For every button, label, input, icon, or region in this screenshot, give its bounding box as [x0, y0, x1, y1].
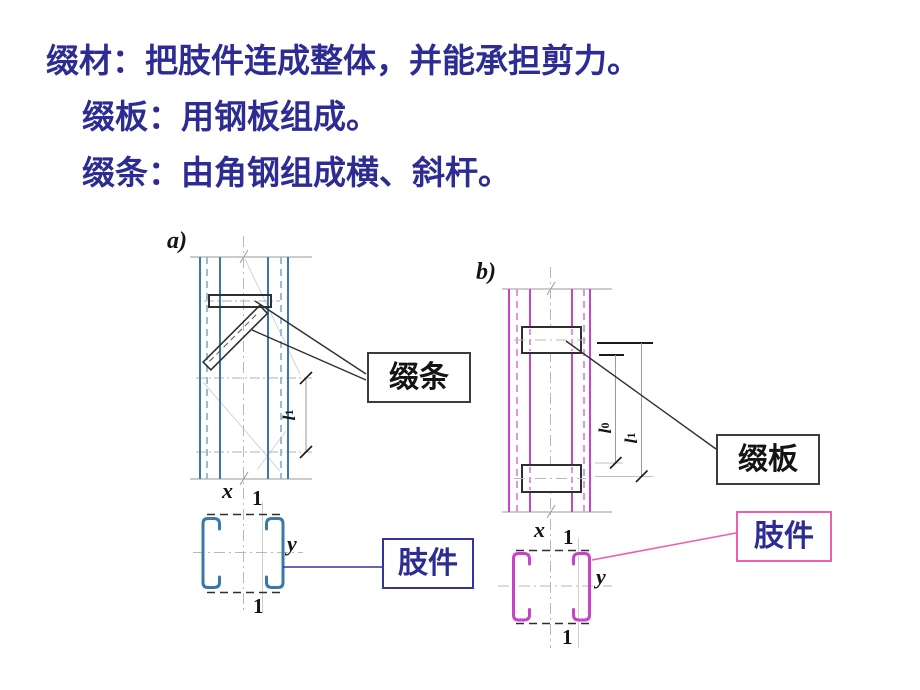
dimension-l0-l1-b: [595, 342, 653, 483]
horizontal-lacing-bar: [208, 294, 272, 308]
dim-tick: [609, 456, 623, 470]
lacing-callout-leaders: [251, 300, 367, 381]
section-mark-bottom-a: 1: [253, 594, 264, 618]
callout-limb-b: 肢件: [736, 511, 832, 562]
dim-l1-sub: 1: [624, 432, 638, 439]
section-mark-top-b: 1: [563, 525, 574, 549]
dim-extension-lines: [595, 462, 653, 477]
far-side-lacing-lines: [202, 258, 301, 472]
title-line-3: 缀条：由角钢组成横、斜杆。: [82, 156, 511, 192]
dim-tick: [299, 445, 313, 459]
plate-centerlines: [514, 339, 586, 479]
section-b-channels: [512, 552, 591, 622]
axis-x-label-a: x: [222, 478, 233, 503]
break-mark: [239, 471, 249, 486]
figure-b-tag: b): [476, 259, 496, 285]
dim-l0-sub: 0: [598, 422, 612, 429]
dim-extension-bars: [597, 342, 653, 356]
title-line-2: 缀板：用钢板组成。: [82, 100, 379, 136]
column-b-hidden-lines: [516, 289, 585, 512]
section-a-channels: [201, 517, 285, 589]
callout-lacing-bars: 缀条: [367, 352, 471, 403]
dim-l1-base: l: [279, 415, 299, 421]
dim-l1-base: l: [621, 438, 641, 444]
section-mark-top-a: 1: [252, 486, 263, 510]
figure-a-section: [193, 502, 382, 612]
section-mark-bottom-b: 1: [562, 625, 573, 649]
channel-right: [265, 517, 285, 589]
column-a-hidden-lines: [206, 257, 282, 479]
diagonal-lacing-bar: [201, 304, 269, 372]
batten-plates: [514, 326, 586, 493]
break-mark: [239, 249, 249, 264]
title-line-1: 缀材：把肢件连成整体，并能承担剪力。: [46, 44, 640, 80]
batten-callout-leader: [565, 340, 717, 450]
callout-limb-a: 肢件: [382, 538, 474, 589]
dim-tick: [299, 371, 313, 385]
axis-x-label-b: x: [534, 517, 545, 542]
dim-l0-base: l: [595, 428, 615, 434]
dim-l1-sub: 1: [282, 409, 296, 416]
dimension-l1-a: [299, 371, 313, 459]
limb-callout-leader-b: [591, 532, 737, 561]
axis-y-label-a: y: [287, 531, 297, 556]
figure-a-elevation: [190, 236, 367, 612]
break-mark: [546, 504, 556, 519]
dim-tick: [635, 469, 649, 483]
figure-b-elevation: [502, 267, 717, 648]
column-a-break-rules: [190, 249, 312, 486]
axis-y-label-b: y: [596, 564, 606, 589]
channel-right: [572, 552, 591, 622]
figure-b-section: [498, 532, 737, 648]
channel-left: [201, 517, 221, 589]
callout-batten-plate: 缀板: [716, 434, 820, 485]
channel-left: [512, 552, 531, 622]
figure-a-tag: a): [167, 228, 187, 254]
